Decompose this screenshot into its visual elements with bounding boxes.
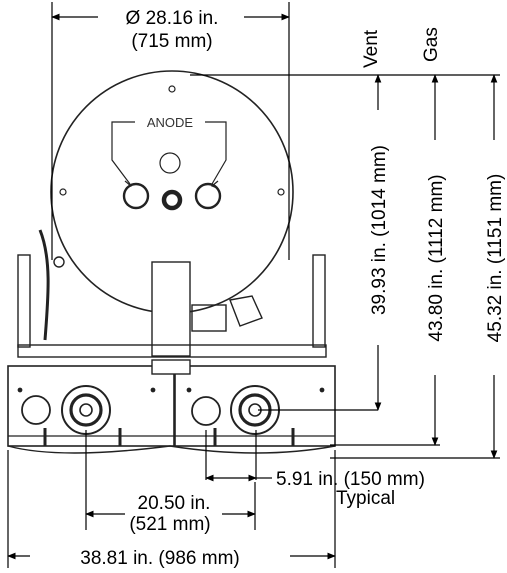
boiler-outline bbox=[7, 70, 336, 454]
center-distance-mm-label: (521 mm) bbox=[129, 514, 210, 535]
gas-label: Gas bbox=[421, 27, 442, 62]
center-fitting bbox=[161, 189, 183, 211]
anode-label: ANODE bbox=[147, 115, 194, 130]
vent-label: Vent bbox=[361, 29, 382, 68]
gas-height-label: 43.80 in. (1112 mm) bbox=[426, 174, 447, 341]
diameter-label: Ø 28.16 in. bbox=[126, 8, 219, 29]
overall-height-label: 45.32 in. (1151 mm) bbox=[485, 174, 506, 343]
overall-width-label: 38.81 in. (986 mm) bbox=[80, 548, 239, 569]
spacing-label: 5.91 in. (150 mm) bbox=[276, 469, 425, 490]
anode-port-right bbox=[194, 182, 222, 210]
anode-port-left bbox=[122, 182, 150, 210]
vent-height-label: 39.93 in. (1014 mm) bbox=[369, 145, 390, 315]
base-housing-right bbox=[174, 365, 336, 447]
diameter-mm-label: (715 mm) bbox=[131, 31, 212, 52]
dimension-lines bbox=[7, 2, 500, 568]
center-distance-label: 20.50 in. bbox=[138, 493, 211, 514]
spacing-typical-label: Typical bbox=[336, 488, 395, 509]
